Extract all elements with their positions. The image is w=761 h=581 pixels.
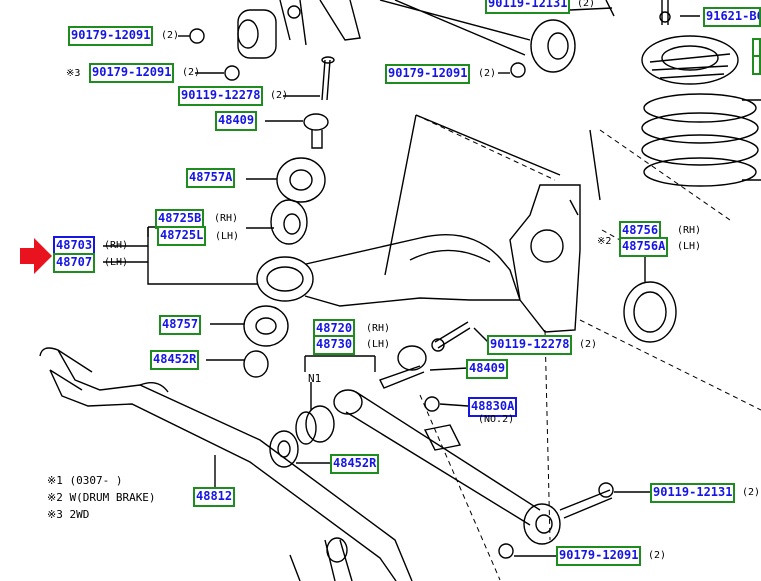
note-marker: ※2	[597, 236, 612, 247]
side-label: (RH)	[104, 240, 129, 251]
callout-48757[interactable]: 48757	[159, 315, 202, 335]
bushing-illustrations	[206, 157, 326, 378]
lower-arm-illustration	[103, 226, 521, 307]
callout-48409-a[interactable]: 48409	[215, 111, 258, 131]
callout-48756A[interactable]: 48756A	[619, 237, 669, 257]
callout-48812[interactable]: 48812	[193, 487, 236, 507]
callout-90119-12131-a[interactable]: 90119-12131	[485, 0, 571, 14]
qty-label: (2)	[182, 67, 201, 78]
side-label: (LH)	[215, 231, 240, 242]
qty-label: (2)	[270, 90, 289, 101]
callout-90179-12091-d[interactable]: 90179-12091	[556, 546, 642, 566]
callout-48725L[interactable]: 48725L	[157, 226, 207, 246]
qty-label: (2)	[478, 68, 497, 79]
side-label: (RH)	[214, 213, 239, 224]
qty-label: (2)	[742, 487, 761, 498]
side-label: (RH)	[677, 225, 702, 236]
callout-48707[interactable]: 48707	[53, 253, 96, 273]
coil-spring-illustration	[641, 35, 761, 187]
callout-90119-12278-b[interactable]: 90119-12278	[487, 335, 573, 355]
callout-48452R-a[interactable]: 48452R	[150, 350, 200, 370]
note-line-3: ※3 2WD	[47, 508, 90, 521]
callout-48830A[interactable]: 48830A	[468, 397, 518, 417]
lower-bushing-illustration	[269, 405, 335, 468]
side-label: (LH)	[677, 241, 702, 252]
sub-label: (NO.2)	[478, 414, 515, 425]
callout-90119-12131-b[interactable]: 90119-12131	[650, 483, 736, 503]
note-line-2: ※2 W(DRUM BRAKE)	[47, 491, 156, 504]
upper-mount-illustration	[237, 0, 361, 59]
qty-label: (2)	[648, 550, 667, 561]
callout-90179-12091-a[interactable]: 90179-12091	[68, 26, 154, 46]
bolt-illustrations-middle	[379, 321, 491, 412]
callout-90179-12091-c[interactable]: 90179-12091	[385, 64, 471, 84]
label-n1: N1	[308, 372, 321, 385]
qty-label: (2)	[577, 0, 596, 9]
nut-bolt-illustrations-upper	[178, 0, 700, 149]
side-label: (LH)	[366, 339, 391, 350]
callout-48452R-b[interactable]: 48452R	[330, 454, 380, 474]
callout-48409-b[interactable]: 48409	[466, 359, 509, 379]
qty-label: (2)	[579, 339, 598, 350]
stabilizer-bar-illustration	[39, 347, 413, 581]
note-marker: ※3	[66, 68, 81, 79]
side-label: (RH)	[366, 323, 391, 334]
callout-clipped-b[interactable]	[752, 55, 761, 75]
callout-91621-B0[interactable]: 91621-B0	[703, 7, 761, 27]
upper-arm-illustration	[379, 0, 615, 73]
side-label: (LH)	[104, 257, 129, 268]
qty-label: (2)	[161, 30, 180, 41]
lateral-rod-illustration	[304, 355, 650, 559]
callout-48730[interactable]: 48730	[313, 335, 356, 355]
callout-48720[interactable]: 48720	[313, 319, 356, 339]
callout-90179-12091-b[interactable]: 90179-12091	[89, 63, 175, 83]
pointer-arrow-icon	[20, 238, 52, 274]
note-line-1: ※1 (0307- )	[47, 474, 123, 487]
callout-48757A[interactable]: 48757A	[186, 168, 236, 188]
backing-plate-illustration	[623, 257, 677, 343]
callout-90119-12278-a[interactable]: 90119-12278	[178, 86, 264, 106]
